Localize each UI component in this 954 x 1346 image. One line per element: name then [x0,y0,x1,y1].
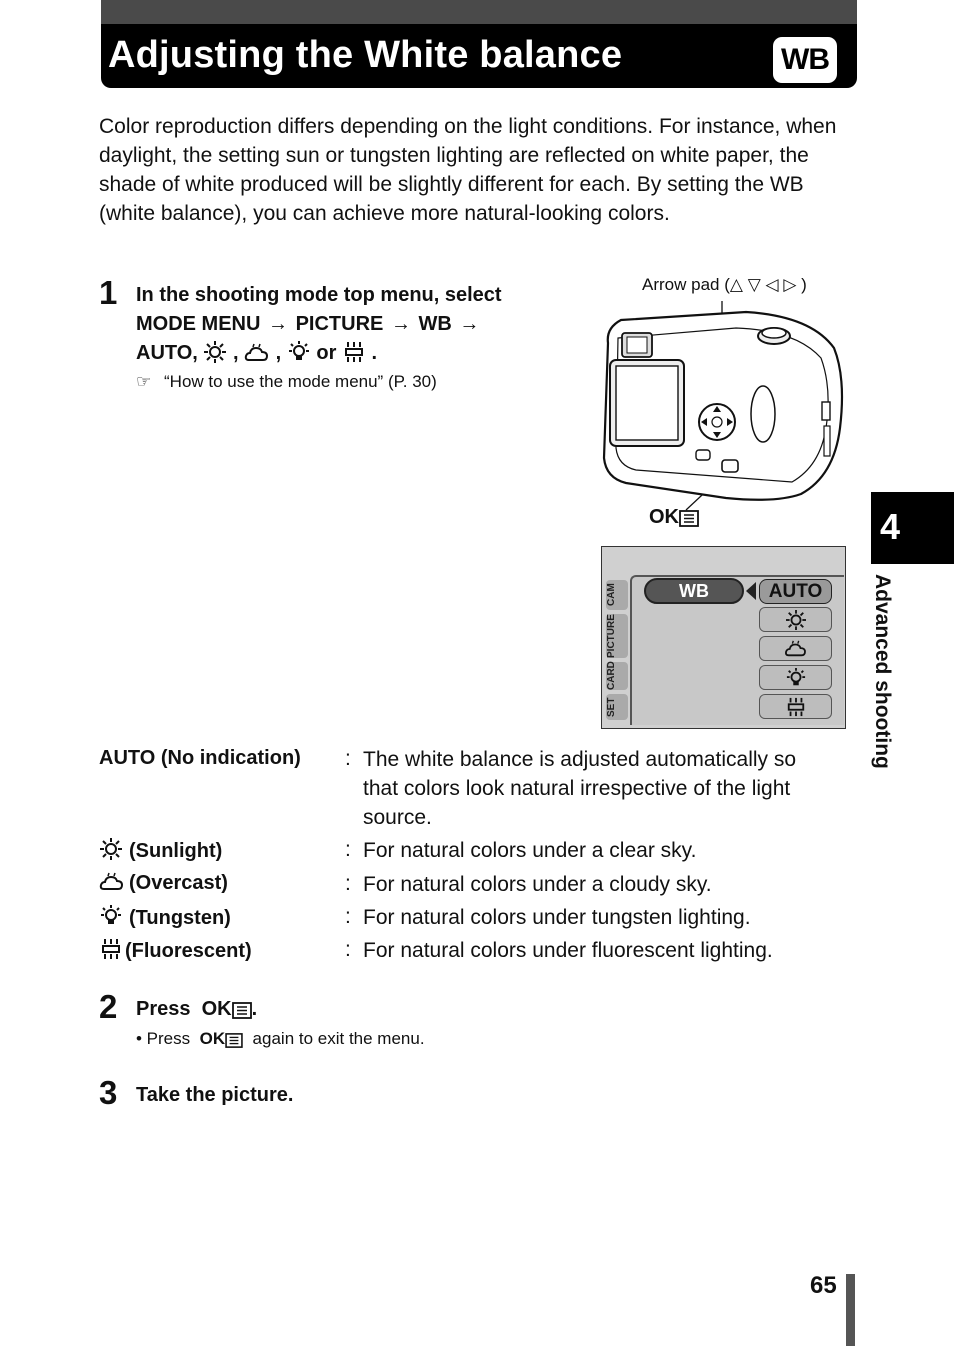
arrow-down-icon: ▽ [747,275,761,294]
page-title: Adjusting the White balance [108,34,623,76]
def-desc-sunlight: For natural colors under a clear sky. [363,839,697,862]
comma-text: , [275,342,282,364]
def-desc-auto: The white balance is adjusted automatica… [363,748,797,829]
fluorescent-icon [99,938,125,966]
chapter-tab [871,492,954,564]
step-3-number: 3 [99,1074,118,1111]
step-2-instruction: Press OK. [136,998,257,1025]
page-number: 65 [810,1272,837,1299]
def-desc-tungsten: For natural colors under tungsten lighti… [363,906,751,929]
def-colon: : [345,905,351,928]
wb-option-auto: AUTO [759,579,832,604]
comma-text: , [232,342,239,364]
header-top-bar [101,0,857,24]
right-arrow-icon: → [268,313,289,335]
def-colon: : [345,747,351,770]
chapter-label: Advanced shooting [871,574,894,769]
wb-option-sunlight [759,607,832,632]
sunlight-icon [203,341,227,372]
camera-illustration [602,301,844,511]
def-term-auto: AUTO (No indication) [99,747,301,769]
step-1-line-3: AUTO, , , or . [136,339,566,372]
menu-list-icon [679,510,699,533]
def-desc-fluorescent: For natural colors under fluorescent lig… [363,939,773,962]
reference-text: “How to use the mode menu” (P. 30) [164,372,437,391]
menu-tab-picture: PICTURE [606,614,628,658]
fluorescent-icon [787,697,804,716]
period-text: . [371,342,378,364]
ok-button-label: OK [649,506,699,533]
step-2-number: 2 [99,988,118,1025]
intro-paragraph: Color reproduction differs depending on … [99,115,837,225]
overcast-icon [244,343,270,372]
tungsten-icon [786,667,805,685]
wb-option-overcast [759,636,832,661]
def-colon: : [345,938,351,961]
def-term-overcast: (Overcast) [99,872,228,898]
header-bar [101,24,857,88]
def-term-fluorescent: (Fluorescent) [99,938,252,966]
menu-tab-cam: CAM [606,580,628,610]
right-arrow-icon: → [390,313,411,335]
menu-list-icon [231,1002,252,1025]
def-term-tungsten: (Tungsten) [99,905,231,933]
arrow-up-icon: △ [729,275,743,294]
step-3-instruction: Take the picture. [136,1084,294,1106]
def-colon: : [345,872,351,895]
ok-text: OK [201,998,232,1020]
step-1-instruction: In the shooting mode top menu, select MO… [136,281,566,372]
sunlight-icon [99,838,129,866]
wb-menu-item: WB [644,578,744,604]
arrow-right-icon: ▷ [783,275,797,294]
menu-tab-card: CARD [606,661,628,690]
menu-tab-set: SET [606,694,628,720]
or-text: or [316,342,337,364]
wb-text: WB [418,313,452,335]
auto-text: AUTO, [136,342,198,364]
def-desc-overcast: For natural colors under a cloudy sky. [363,873,712,896]
tungsten-icon [99,905,129,933]
mode-menu-text: MODE MENU [136,313,261,335]
arrow-pad-label: Arrow pad (△ ▽ ◁ ▷ ) [642,275,807,294]
reference-note: ☞ “How to use the mode menu” (P. 30) [136,372,437,392]
step-1-line-1: In the shooting mode top menu, select [136,284,502,306]
pointing-hand-icon: ☞ [136,372,152,391]
step-1-number: 1 [99,274,118,311]
def-colon: : [345,838,351,861]
overcast-icon [99,872,129,898]
step-1-line-2: MODE MENU → PICTURE → WB → [136,310,566,339]
right-arrow-icon: → [459,313,480,335]
def-term-sunlight: (Sunlight) [99,838,222,866]
menu-list-icon [225,1033,243,1053]
sunlight-icon [785,609,806,630]
picture-text: PICTURE [295,313,384,335]
fluorescent-icon [342,341,366,372]
wb-badge: WB [773,37,837,83]
selection-triangle-icon [746,582,756,600]
overcast-icon [784,640,806,656]
wb-option-tungsten [759,665,832,690]
tungsten-icon [287,341,311,372]
arrow-left-icon: ◁ [765,275,779,294]
ok-text: OK [199,1029,226,1048]
page-number-bar [846,1274,855,1346]
wb-option-fluorescent [759,694,832,719]
step-2-bullet: • Press OK again to exit the menu. [136,1029,425,1053]
chapter-number: 4 [880,506,901,547]
